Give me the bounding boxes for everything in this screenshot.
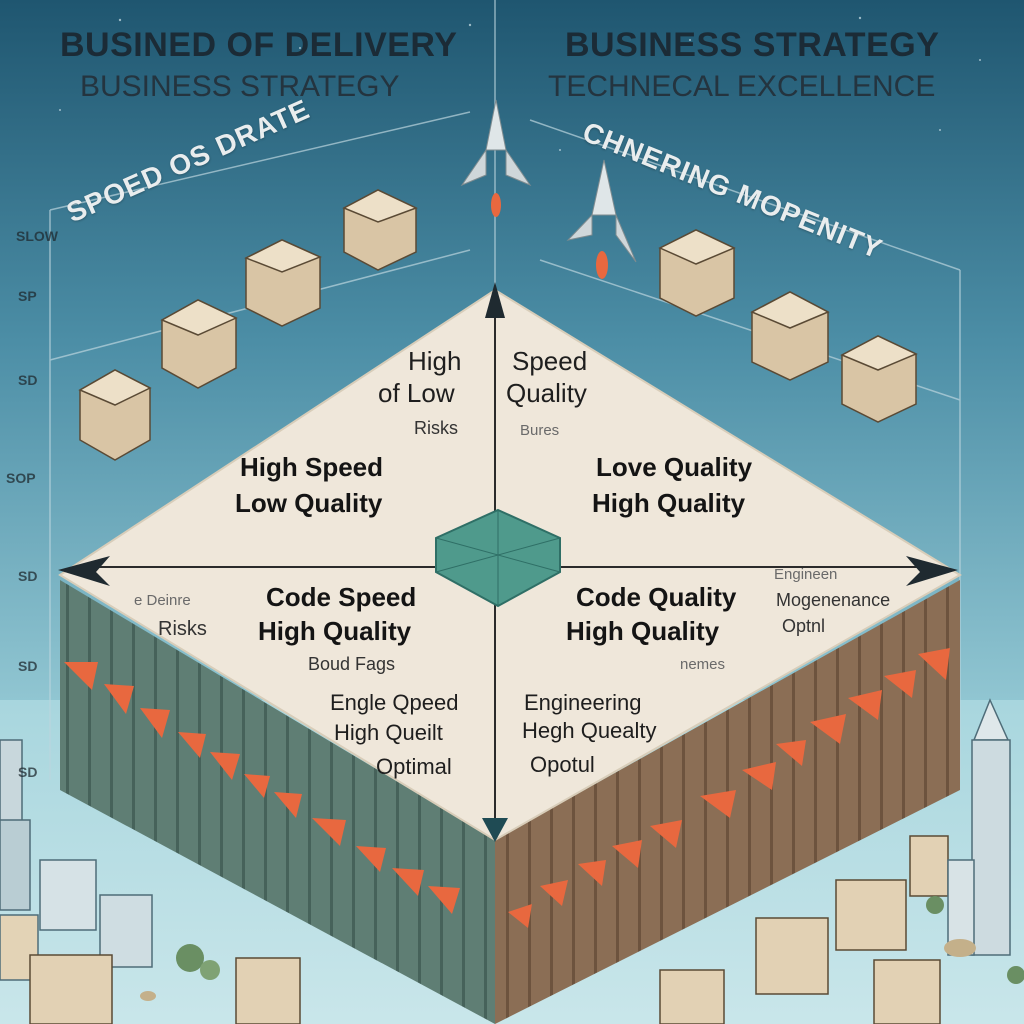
right-subtitle: TECHNECAL EXCELLENCE	[548, 70, 936, 103]
side-axis-label: SD	[18, 372, 38, 388]
left-subtitle: BUSINESS STRATEGY	[80, 70, 400, 103]
quadrant-bottom-right-line5: Opotul	[530, 752, 595, 777]
arrow-icon	[482, 818, 508, 842]
pie-icon	[435, 508, 561, 608]
side-axis-label: SD	[18, 658, 38, 674]
quadrant-top-right-line3: Bures	[520, 422, 560, 439]
wall-left	[60, 580, 495, 1024]
side-axis-label: SD	[18, 568, 38, 584]
rocket-icon	[566, 159, 637, 279]
arrow-trail-right	[508, 648, 950, 928]
side-axis-label: SOP	[6, 470, 36, 486]
quadrant-top-left-line3: Risks	[414, 418, 458, 438]
cube-icon	[658, 229, 736, 317]
arrow-icon	[485, 282, 505, 318]
stars	[59, 16, 981, 151]
quadrant-bottom-left-line4: High Queilt	[334, 720, 443, 745]
quadrant-top-left-line1: High	[408, 346, 462, 376]
quadrant-bottom-left-line3: Engle Qpeed	[330, 690, 459, 715]
side-axis-label: SD	[18, 764, 38, 780]
cube-icon	[29, 835, 949, 1024]
quadrant-bottom-right-faint1: Engineen	[774, 566, 838, 583]
side-axis-label: SP	[18, 288, 37, 304]
quadrant-bottom-right-line2: High Quality	[566, 616, 720, 646]
quadrant-bottom-right-faint3: Optnl	[782, 616, 826, 636]
quadrant-left-line1: High Speed	[240, 452, 384, 482]
quadrant-bottom-right-line4: Hegh Quealty	[522, 718, 657, 743]
building-icon	[0, 739, 153, 981]
quadrant-bottom-left-note: Boud Fags	[308, 654, 396, 674]
building-icon	[947, 698, 1011, 956]
quadrant-left-line2: Low Quality	[235, 488, 383, 518]
cube-icon	[78, 369, 152, 461]
cube-icon	[244, 239, 322, 327]
cube-icon	[342, 189, 418, 271]
quadrant-bottom-left-line2: High Quality	[258, 616, 412, 646]
quadrant-bottom-right-faint2: Mogenenance	[776, 590, 891, 610]
right-title: BUSINESS STRATEGY	[565, 26, 940, 64]
tree-icon	[140, 896, 1024, 1001]
quadrant-bottom-left-line1: Code Speed	[266, 582, 417, 612]
quadrant-bottom-right-note: nemes	[680, 656, 726, 673]
quadrant-bottom-left-faint: e Deinre	[134, 592, 191, 609]
left-title: BUSINED OF DELIVERY	[60, 26, 458, 64]
quadrant-top-right-line1: Speed	[512, 346, 588, 376]
rocket-icon	[460, 99, 532, 217]
quadrant-bottom-left-line5: Optimal	[376, 754, 452, 779]
cube-icon	[750, 291, 830, 381]
cube-icon	[160, 299, 238, 389]
arrow-trail-left	[64, 662, 460, 914]
quadrant-bottom-right-line3: Engineering	[524, 690, 642, 715]
quadrant-top-right-line2: Quality	[506, 378, 587, 408]
side-axis-label: SLOW	[16, 228, 58, 244]
arrow-icon	[906, 556, 958, 586]
quadrant-right-line1: Love Quality	[596, 452, 753, 482]
quadrant-top-left-line2: of Low	[378, 378, 455, 408]
quadrant-bottom-right-line1: Code Quality	[576, 582, 737, 612]
arrow-icon	[58, 556, 110, 586]
quadrant-right-line2: High Quality	[592, 488, 746, 518]
quadrant-bottom-left-risks: Risks	[158, 618, 207, 640]
cube-icon	[840, 335, 918, 423]
